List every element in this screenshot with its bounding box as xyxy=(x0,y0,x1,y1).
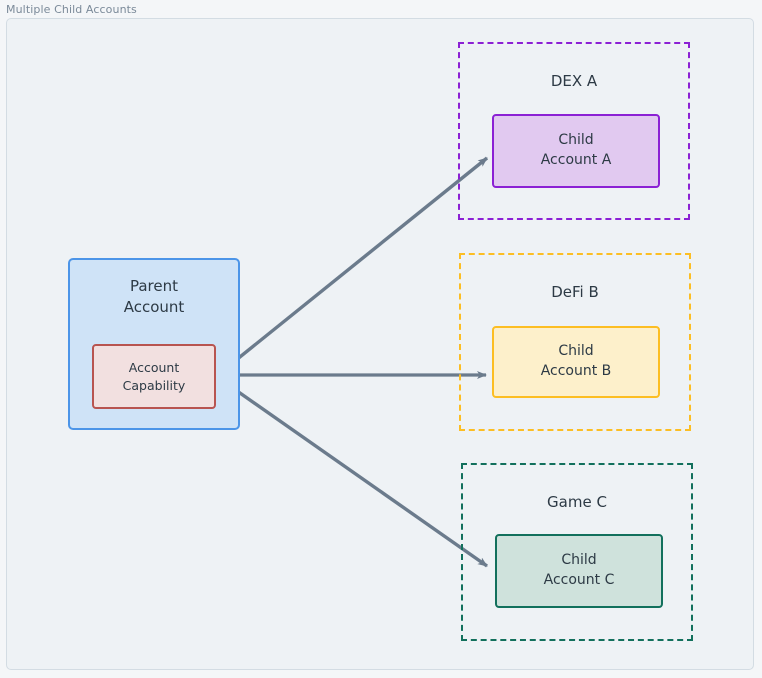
child-account-c-label: Child Account C xyxy=(543,552,615,588)
child-account-c-node[interactable]: Child Account C xyxy=(495,534,663,608)
child-account-b-node[interactable]: Child Account B xyxy=(492,326,660,398)
child-account-a-node[interactable]: Child Account A xyxy=(492,114,660,188)
group-defi-b-title: DeFi B xyxy=(551,283,599,301)
account-capability-label: Account Capability xyxy=(122,359,186,393)
diagram-title: Multiple Child Accounts xyxy=(6,3,137,16)
group-game-c-title: Game C xyxy=(547,493,607,511)
group-dex-a[interactable]: DEX A xyxy=(458,42,690,220)
account-capability-node[interactable]: Account Capability xyxy=(92,344,216,409)
group-game-c[interactable]: Game C xyxy=(461,463,693,641)
child-account-b-label: Child Account B xyxy=(540,343,612,379)
parent-account-label: Parent Account xyxy=(123,277,185,317)
group-defi-b[interactable]: DeFi B xyxy=(459,253,691,431)
group-dex-a-title: DEX A xyxy=(550,72,598,90)
child-account-a-label: Child Account A xyxy=(540,132,612,168)
